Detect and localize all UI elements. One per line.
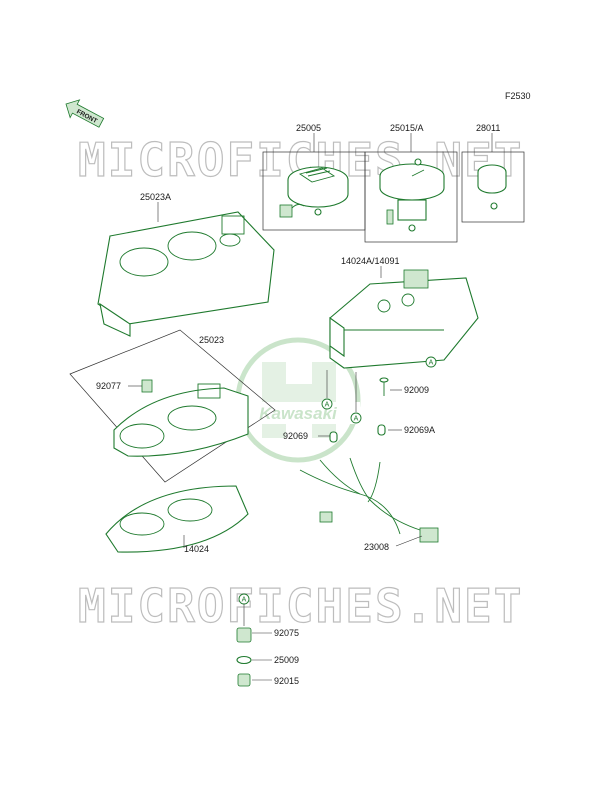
- part-25005-gauge[interactable]: [279, 166, 349, 218]
- label-14024: 14024: [184, 544, 209, 554]
- label-25015: 25015/A: [390, 123, 424, 133]
- part-92075-damper[interactable]: [236, 627, 252, 643]
- logo-text: Kawasaki: [259, 404, 338, 423]
- label-25005: 25005: [296, 123, 321, 133]
- label-92077: 92077: [96, 381, 121, 391]
- part-25015-gauge[interactable]: [379, 158, 445, 232]
- label-92015: 92015: [274, 676, 299, 686]
- part-25023-panel[interactable]: [113, 383, 249, 457]
- label-28011: 28011: [476, 123, 500, 133]
- ref-marker-1: A: [325, 402, 330, 409]
- part-92069A-bulb[interactable]: [377, 424, 386, 436]
- part-23008-harness[interactable]: [299, 457, 439, 543]
- label-25023: 25023: [199, 335, 224, 345]
- part-92015-nut[interactable]: [237, 673, 251, 687]
- part-25023A-cover[interactable]: [97, 211, 275, 337]
- front-arrow-icon: FRONT: [65, 99, 105, 128]
- label-92069A: 92069A: [404, 425, 435, 435]
- part-28011-unit[interactable]: [477, 164, 507, 210]
- label-25009: 25009: [274, 655, 299, 665]
- part-92077-grommet[interactable]: [141, 379, 153, 393]
- label-23008: 23008: [364, 542, 389, 552]
- label-92069: 92069: [283, 431, 308, 441]
- box-28011: [461, 151, 525, 223]
- ref-marker-3: A: [429, 360, 434, 367]
- watermark-bottom: MICROFICHES.NET: [78, 579, 523, 633]
- label-92009: 92009: [404, 385, 429, 395]
- label-25023A: 25023A: [140, 192, 171, 202]
- part-92009-screw[interactable]: [379, 377, 389, 396]
- label-92075: 92075: [274, 628, 299, 638]
- part-14024-gasket[interactable]: [105, 485, 249, 553]
- part-25009-washer[interactable]: [236, 655, 252, 665]
- ref-marker-4: A: [242, 597, 247, 604]
- figure-code: F2530: [505, 91, 531, 101]
- ref-marker-2: A: [354, 416, 359, 423]
- part-14024A-housing[interactable]: [329, 269, 479, 369]
- part-92069-bulb[interactable]: [329, 431, 338, 443]
- label-14024A: 14024A/14091: [341, 256, 400, 266]
